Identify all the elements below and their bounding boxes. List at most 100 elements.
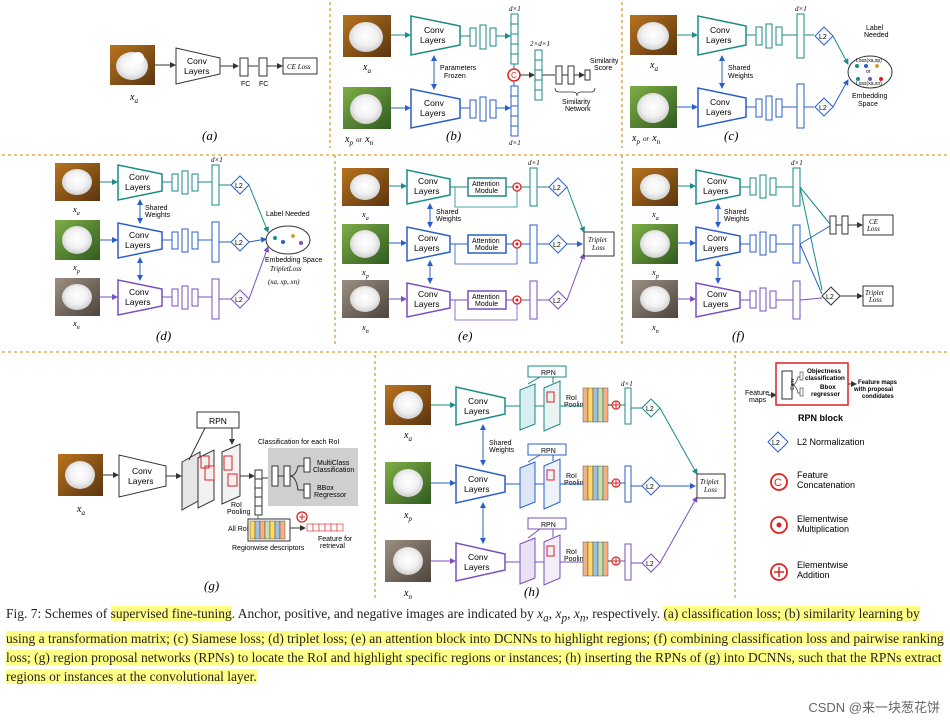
svg-text:C: C: [774, 477, 782, 489]
svg-text:xp: xp: [361, 267, 369, 280]
svg-text:d×1: d×1: [509, 5, 521, 13]
svg-text:Needed: Needed: [864, 32, 889, 39]
svg-text:Attention: Attention: [472, 181, 500, 188]
svg-text:Feature: Feature: [797, 470, 828, 480]
svg-text:d×1: d×1: [621, 380, 633, 388]
panel-caption-f: (f): [732, 328, 744, 343]
svg-text:Layers: Layers: [703, 186, 729, 196]
svg-text:maps: maps: [749, 397, 767, 404]
positive-image: [342, 224, 389, 264]
svg-text:Conv: Conv: [424, 25, 445, 35]
svg-text:xp: xp: [651, 267, 659, 280]
caption-text: Fig. 7: Schemes of: [6, 606, 111, 621]
anchor-image: [342, 168, 389, 206]
panel-caption-d: (d): [156, 328, 171, 343]
panel-caption-e: (e): [458, 328, 472, 343]
ce-loss-box: [282, 57, 318, 75]
svg-text:d×1: d×1: [528, 159, 540, 167]
svg-text:Classification: Classification: [313, 467, 354, 474]
svg-text:Shared: Shared: [436, 209, 459, 216]
svg-text:L2: L2: [553, 298, 561, 305]
svg-text:CE: CE: [869, 218, 879, 226]
svg-text:xa: xa: [361, 209, 369, 222]
svg-text:Layers: Layers: [414, 243, 440, 253]
svg-text:Loss: Loss: [866, 225, 880, 233]
svg-text:RoI: RoI: [231, 502, 242, 509]
svg-text:Conv: Conv: [418, 176, 439, 186]
svg-text:L2: L2: [646, 561, 654, 568]
svg-text:Layers: Layers: [414, 186, 440, 196]
svg-text:L2: L2: [819, 34, 827, 41]
conv-label: Conv: [187, 56, 208, 66]
conv-block: [175, 47, 221, 85]
layers-label: Layers: [184, 66, 210, 76]
svg-text:Conv: Conv: [418, 233, 439, 243]
panel-caption-c: (c): [724, 128, 738, 143]
svg-text:Layers: Layers: [464, 484, 490, 494]
svg-text:Attention: Attention: [472, 238, 500, 245]
svg-text:L2: L2: [646, 484, 654, 491]
svg-text:RPN: RPN: [541, 522, 556, 529]
svg-text:RPN: RPN: [541, 448, 556, 455]
svg-text:xa: xa: [649, 60, 658, 73]
svg-text:xa: xa: [403, 430, 412, 443]
negative-image: [632, 280, 678, 318]
svg-text:Classification for each RoI: Classification for each RoI: [258, 439, 339, 446]
svg-text:Similarity: Similarity: [562, 99, 591, 106]
fc-layer: [258, 57, 268, 77]
svg-text:L2: L2: [235, 297, 243, 304]
watermark: CSDN @来一块葱花饼: [808, 700, 940, 715]
svg-text:with proposal: with proposal: [853, 387, 893, 393]
svg-text:RoI: RoI: [566, 473, 577, 480]
anchor-image: [630, 15, 677, 55]
negative-image: [342, 280, 389, 318]
svg-text:Weights: Weights: [145, 212, 171, 219]
svg-text:Label: Label: [866, 25, 884, 32]
svg-text:L2: L2: [553, 185, 561, 192]
svg-text:L2: L2: [772, 440, 780, 447]
svg-text:RoI: RoI: [566, 395, 577, 402]
svg-text:Loss(xa,xp): Loss(xa,xp): [856, 58, 882, 64]
svg-text:Embedding: Embedding: [852, 93, 888, 100]
svg-text:Elementwise: Elementwise: [797, 514, 848, 524]
pos-neg-image: [343, 87, 391, 129]
svg-text:Space: Space: [858, 101, 878, 108]
svg-text:Layers: Layers: [128, 476, 154, 486]
svg-text:Layers: Layers: [464, 406, 490, 416]
svg-text:Conv: Conv: [790, 378, 796, 390]
svg-text:or: or: [866, 69, 871, 75]
svg-text:retrieval: retrieval: [320, 543, 345, 550]
svg-text:Conv: Conv: [468, 474, 489, 484]
panel-caption-h: (h): [524, 584, 539, 599]
feature-concat-legend: C Feature Concatenation: [770, 470, 855, 491]
svg-text:L2: L2: [819, 105, 827, 112]
svg-text:Loss(xa,xn): Loss(xa,xn): [856, 81, 882, 87]
svg-text:Conv: Conv: [710, 25, 731, 35]
svg-text:Shared: Shared: [489, 440, 512, 447]
svg-text:Conv: Conv: [418, 289, 439, 299]
svg-text:Conv: Conv: [129, 230, 150, 240]
svg-text:Loss: Loss: [703, 486, 717, 494]
anchor-image: [110, 45, 155, 85]
svg-text:RoI: RoI: [566, 549, 577, 556]
svg-text:Similarity: Similarity: [590, 58, 619, 65]
svg-text:Shared: Shared: [728, 65, 751, 72]
svg-text:Triplet: Triplet: [700, 478, 720, 486]
svg-text:Regionwise descriptors: Regionwise descriptors: [232, 545, 305, 552]
svg-text:Layers: Layers: [414, 299, 440, 309]
svg-text:Pooling: Pooling: [564, 556, 587, 563]
svg-text:L2: L2: [826, 294, 834, 301]
svg-text:Score: Score: [594, 65, 612, 72]
svg-text:d×1: d×1: [211, 156, 223, 164]
svg-text:d×1: d×1: [509, 139, 521, 147]
svg-text:Shared: Shared: [724, 209, 747, 216]
svg-text:Objectness: Objectness: [807, 368, 841, 375]
